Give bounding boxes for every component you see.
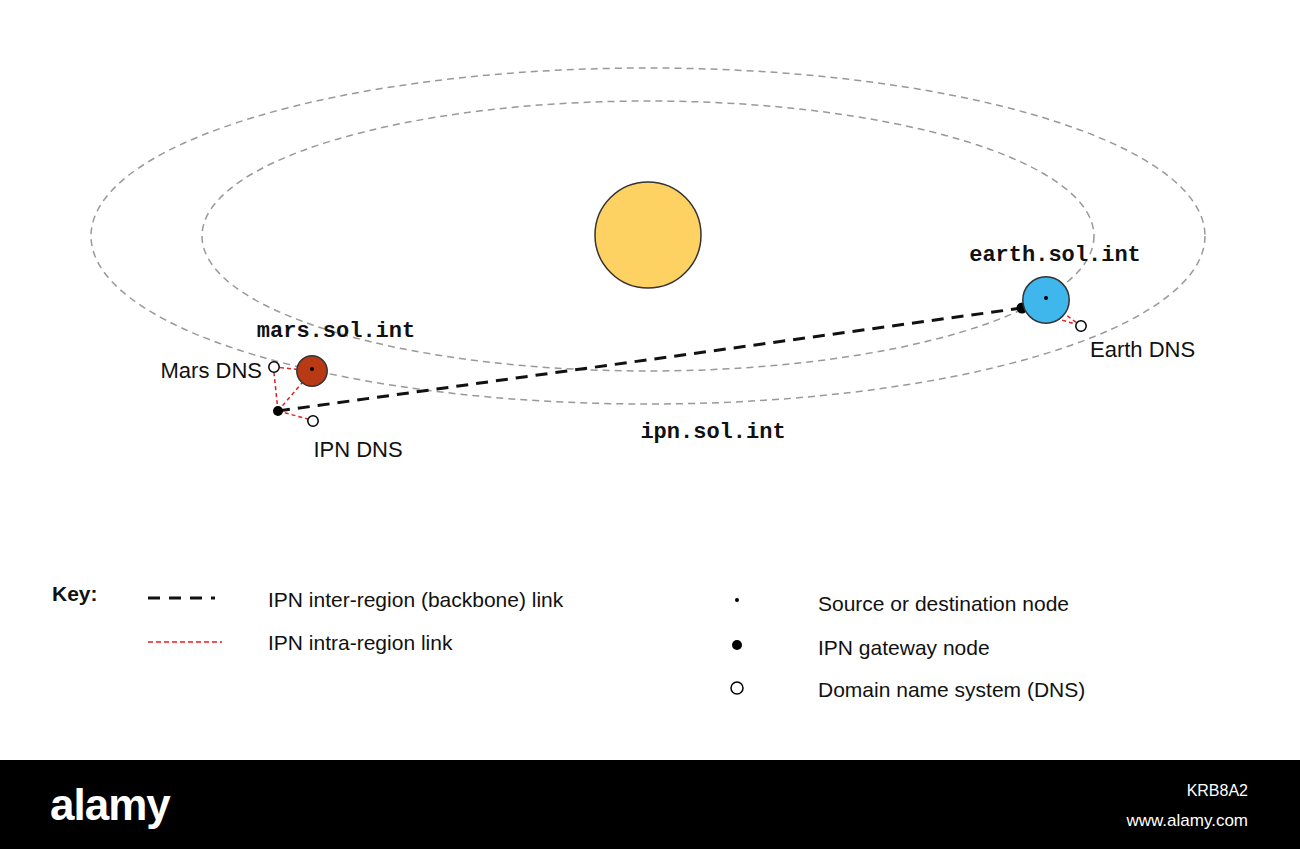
gateway-node — [273, 406, 283, 416]
watermark-id: KRB8A2 — [1187, 782, 1248, 800]
legend-text: Domain name system (DNS) — [818, 678, 1085, 702]
node-label: earth.sol.int — [969, 243, 1141, 268]
inner-orbit — [202, 101, 1094, 371]
node-outline — [268, 361, 280, 373]
source-node-dot — [310, 367, 314, 371]
intra-region-link — [280, 368, 296, 370]
planet-mars: mars.sol.int — [296, 355, 328, 387]
dns-node: Earth DNS — [1075, 320, 1087, 332]
node-circle — [1023, 277, 1069, 323]
node-label: IPN DNS — [313, 437, 402, 463]
intra-region-links — [274, 300, 1075, 419]
legend-intra-sample — [148, 641, 222, 643]
watermark-logo: alamy — [50, 780, 170, 830]
node-circle — [308, 416, 318, 426]
intra-region-link — [1065, 314, 1076, 322]
legend-gateway-sample — [732, 640, 742, 650]
watermark-bar — [0, 760, 1300, 849]
node-label: Mars DNS — [161, 358, 262, 384]
node-outline — [307, 415, 319, 427]
legend-text: IPN gateway node — [818, 636, 990, 660]
region-label: ipn.sol.int — [640, 420, 785, 445]
node-outline — [1022, 276, 1070, 324]
node-outline — [1075, 320, 1087, 332]
outer-orbit — [91, 68, 1205, 404]
watermark-url: www.alamy.com — [1126, 811, 1248, 831]
key-heading: Key: — [52, 582, 98, 606]
legend-text: IPN inter-region (backbone) link — [268, 588, 563, 612]
intra-link — [274, 373, 278, 411]
node-label: Earth DNS — [1090, 337, 1195, 363]
source-node-dot — [1044, 296, 1048, 300]
legend-source-sample — [735, 598, 739, 602]
node-circle — [269, 362, 279, 372]
node-outline — [296, 355, 328, 387]
dns-node: Mars DNS — [268, 361, 280, 373]
dns-node: IPN DNS — [307, 415, 319, 427]
legend-text: Source or destination node — [818, 592, 1069, 616]
legend-dns-sample — [731, 682, 743, 694]
node-label: mars.sol.int — [257, 319, 415, 344]
node-circle — [1076, 321, 1086, 331]
node-circle — [297, 356, 327, 386]
legend-text: IPN intra-region link — [268, 631, 452, 655]
legend-backbone-sample — [148, 597, 215, 600]
planet-earth: earth.sol.int — [1022, 276, 1070, 324]
sun — [595, 182, 701, 288]
